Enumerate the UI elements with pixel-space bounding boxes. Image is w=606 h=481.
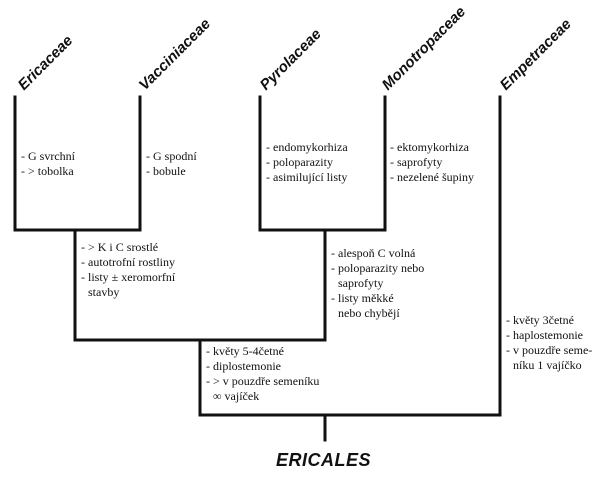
note-line: - poloparazity xyxy=(266,155,333,169)
note-line: saprofyty xyxy=(338,276,384,290)
notes-eric-vacc: - > K i C srostlé - autotrofní rostliny … xyxy=(81,240,175,300)
notes-ericaceae: - G svrchní - > tobolka xyxy=(21,149,75,179)
note-line: - > K i C srostlé xyxy=(81,240,159,254)
note-line: - G svrchní xyxy=(21,149,75,163)
note-line: - nezelené šupiny xyxy=(390,170,474,184)
note-line: - asimilující listy xyxy=(266,170,348,184)
note-line: níku 1 vajíčko xyxy=(513,358,582,372)
note-line: nebo chybějí xyxy=(338,306,400,320)
note-line: - květy 5-4četné xyxy=(206,344,284,358)
note-line: - ektomykorhiza xyxy=(390,140,469,154)
notes-empetraceae: - květy 3četné - haplostemonie - v pouzd… xyxy=(506,313,592,373)
order-label: ERICALES xyxy=(276,450,372,470)
note-line: - poloparazity nebo xyxy=(331,261,425,275)
note-line: - haplostemonie xyxy=(506,328,583,342)
note-line: ∞ vajíček xyxy=(213,389,260,403)
note-line: - v pouzdře seme- xyxy=(506,343,593,357)
notes-monotropaceae: - ektomykorhiza - saprofyty - nezelené š… xyxy=(390,140,474,185)
note-line: - květy 3četné xyxy=(506,313,574,327)
note-line: - > tobolka xyxy=(21,164,74,178)
notes-pyrolaceae: - endomykorhiza - poloparazity - asimilu… xyxy=(266,140,348,185)
note-line: stavby xyxy=(88,285,120,299)
note-line: - autotrofní rostliny xyxy=(81,255,175,269)
notes-vacciniaceae: - G spodní - bobule xyxy=(146,149,197,179)
note-line: - diplostemonie xyxy=(206,359,281,373)
notes-core: - květy 5-4četné - diplostemonie - > v p… xyxy=(206,344,319,404)
note-line: - listy měkké xyxy=(331,291,394,305)
note-line: - G spodní xyxy=(146,149,197,163)
note-line: - listy ± xeromorfní xyxy=(81,270,176,284)
note-line: - endomykorhiza xyxy=(266,140,348,154)
notes-pyrol-mono: - alespoň C volná - poloparazity nebo sa… xyxy=(331,246,424,321)
note-line: - alespoň C volná xyxy=(331,246,416,260)
note-line: - bobule xyxy=(146,164,186,178)
note-line: - > v pouzdře semeníku xyxy=(206,374,320,388)
note-line: - saprofyty xyxy=(390,155,443,169)
